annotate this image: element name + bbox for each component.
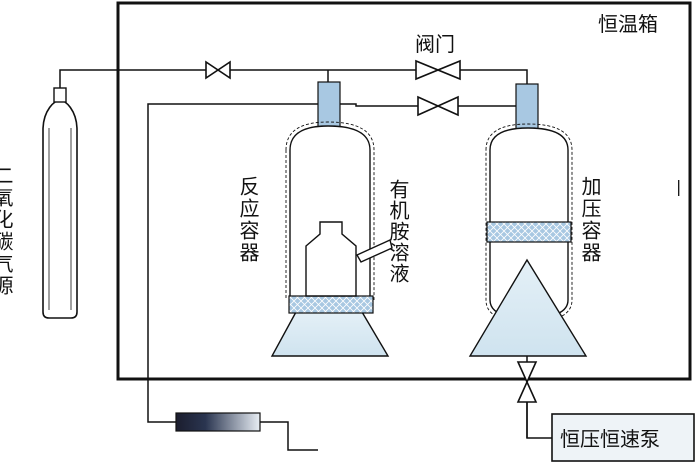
co2-source-text: 二氧化碳气源 xyxy=(0,165,14,297)
valve-pump[interactable] xyxy=(516,361,538,403)
outlet-tail-pipe xyxy=(260,421,318,451)
valve-main-right[interactable] xyxy=(415,59,461,81)
valve-label: 阀门 xyxy=(415,32,455,56)
edge-mark: | xyxy=(676,177,681,196)
reactor-vessel xyxy=(270,81,390,357)
pressurizer-label: 加压容器 xyxy=(578,176,602,264)
co2-source-vertical-label: 二氧化碳气源 xyxy=(0,165,14,297)
reactor-label: 反应容器 xyxy=(236,176,260,264)
valve-connection[interactable] xyxy=(417,95,459,117)
organic-amine-label: 有机胺溶液 xyxy=(386,179,410,284)
pump-label: 恒压恒速泵 xyxy=(560,427,660,451)
outlet-pipe xyxy=(147,103,318,423)
constant-temperature-chamber xyxy=(116,1,692,381)
co2-main-pipe xyxy=(59,69,528,88)
pump-box[interactable] xyxy=(551,413,695,462)
pump-connection xyxy=(526,402,552,439)
amine-bottle xyxy=(305,221,393,297)
co2-cylinder xyxy=(42,87,78,319)
pressurizing-vessel xyxy=(468,83,588,357)
outlet-gauge xyxy=(175,412,261,432)
valve-main-left[interactable] xyxy=(205,60,231,80)
chamber-label: 恒温箱 xyxy=(598,12,658,36)
